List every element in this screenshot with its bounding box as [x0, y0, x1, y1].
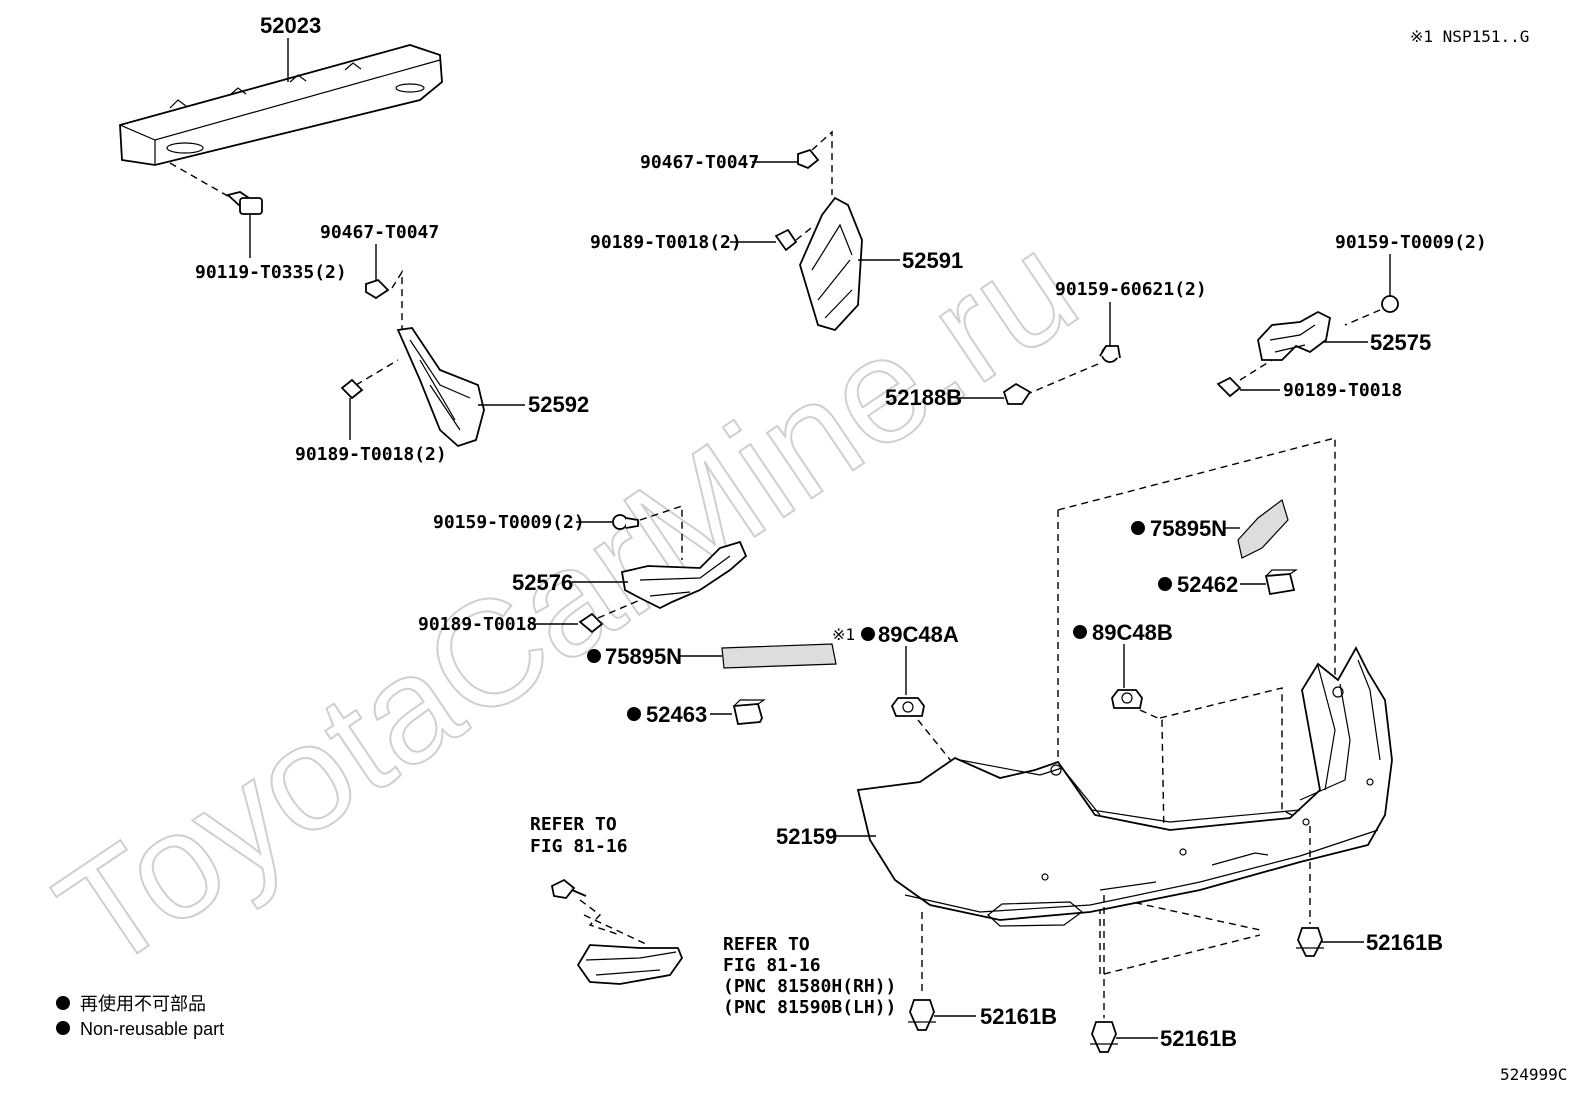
- non-reusable-mark-52462: [1158, 577, 1172, 591]
- model-note-89C48A: ※1: [832, 625, 855, 644]
- sensor-89C48A[interactable]: [890, 697, 925, 717]
- pnc-52161B-center: 52161B: [1160, 1026, 1237, 1051]
- bumper-cover-52159[interactable]: [856, 646, 1393, 927]
- reflector-tape-75895N-left[interactable]: [721, 643, 837, 669]
- pad-52463[interactable]: [732, 699, 766, 725]
- non-reusable-mark-75895N-left: [587, 649, 601, 663]
- non-reusable-mark-52463: [627, 707, 641, 721]
- clip-52161B-right[interactable]: [1296, 927, 1324, 957]
- label-90119: 90119-T0335(2): [195, 262, 347, 283]
- bracket-52576[interactable]: [620, 540, 748, 610]
- clip-90189-right[interactable]: [1216, 376, 1242, 398]
- refer-bottom-line2: FIG 81-16: [723, 955, 821, 976]
- clip-52161B-left[interactable]: [908, 999, 936, 1031]
- pnc-52161B-left: 52161B: [980, 1004, 1057, 1029]
- nut-52188B[interactable]: [1002, 382, 1032, 405]
- bolt-90159-60621[interactable]: [1099, 345, 1121, 363]
- pnc-75895N-right: 75895N: [1150, 516, 1227, 541]
- bracket-52591[interactable]: [799, 196, 863, 332]
- non-reusable-mark-89C48B: [1073, 625, 1087, 639]
- model-note: ※1 NSP151..G: [1410, 27, 1529, 46]
- non-reusable-mark-89C48A: [861, 627, 875, 641]
- reflector-rear[interactable]: [576, 944, 684, 985]
- pad-52462[interactable]: [1264, 569, 1298, 596]
- bolt-90159-mid[interactable]: [612, 514, 639, 530]
- pnc-75895N-left: 75895N: [605, 644, 682, 669]
- sensor-89C48B[interactable]: [1111, 689, 1143, 709]
- label-90159-mid: 90159-T0009(2): [433, 512, 585, 533]
- clip-90467-center[interactable]: [797, 148, 820, 170]
- refer-top-line2: FIG 81-16: [530, 836, 628, 857]
- clip-90189-center[interactable]: [774, 228, 798, 252]
- bolt-90159-right[interactable]: [1381, 295, 1399, 313]
- pnc-52576: 52576: [512, 570, 573, 595]
- pnc-52159: 52159: [776, 824, 837, 849]
- label-90189-center: 90189-T0018(2): [590, 232, 742, 253]
- refer-bottom-line1: REFER TO: [723, 934, 810, 955]
- refer-bottom-line3: (PNC 81580H(RH)): [723, 976, 896, 997]
- pnc-89C48A: 89C48A: [878, 622, 959, 647]
- pnc-52591: 52591: [902, 248, 963, 273]
- pnc-52575: 52575: [1370, 330, 1431, 355]
- pnc-52161B-right: 52161B: [1366, 930, 1443, 955]
- bolt-90119[interactable]: [226, 191, 263, 215]
- pnc-89C48B: 89C48B: [1092, 620, 1173, 645]
- label-90467-left: 90467-T0047: [320, 222, 439, 243]
- reflector-tape-75895N-right[interactable]: [1237, 499, 1289, 559]
- clip-90189-mid[interactable]: [578, 612, 604, 634]
- pnc-52023: 52023: [260, 13, 321, 38]
- pnc-52188B: 52188B: [885, 385, 962, 410]
- pnc-52592: 52592: [528, 392, 589, 417]
- legend-jp: 再使用不可部品: [80, 994, 206, 1014]
- refer-bottom-line4: (PNC 81590B(LH)): [723, 997, 896, 1018]
- pnc-52462: 52462: [1177, 572, 1238, 597]
- legend-dot-en: [56, 1021, 70, 1035]
- non-reusable-mark-75895N-right: [1131, 521, 1145, 535]
- label-90189-mid: 90189-T0018: [418, 614, 537, 635]
- refer-top-line1: REFER TO: [530, 814, 617, 835]
- legend-dot-jp: [56, 996, 70, 1010]
- figure-id: 524999C: [1500, 1065, 1567, 1084]
- reinforcement-52023[interactable]: [119, 44, 443, 166]
- legend: 再使用不可部品 Non-reusable part: [56, 994, 224, 1039]
- clip-90189-left[interactable]: [340, 378, 364, 400]
- screw-refer-top[interactable]: [550, 878, 587, 899]
- legend-en: Non-reusable part: [80, 1019, 224, 1039]
- label-90159-60621: 90159-60621(2): [1055, 279, 1207, 300]
- label-90189-left: 90189-T0018(2): [295, 444, 447, 465]
- clip-90467-left[interactable]: [365, 278, 390, 300]
- clip-52161B-center[interactable]: [1090, 1021, 1118, 1053]
- label-90159-right: 90159-T0009(2): [1335, 232, 1487, 253]
- bracket-52575[interactable]: [1257, 310, 1332, 361]
- label-90467-center: 90467-T0047: [640, 152, 759, 173]
- pnc-52463: 52463: [646, 702, 707, 727]
- bracket-52592[interactable]: [396, 327, 485, 448]
- label-90189-right: 90189-T0018: [1283, 380, 1402, 401]
